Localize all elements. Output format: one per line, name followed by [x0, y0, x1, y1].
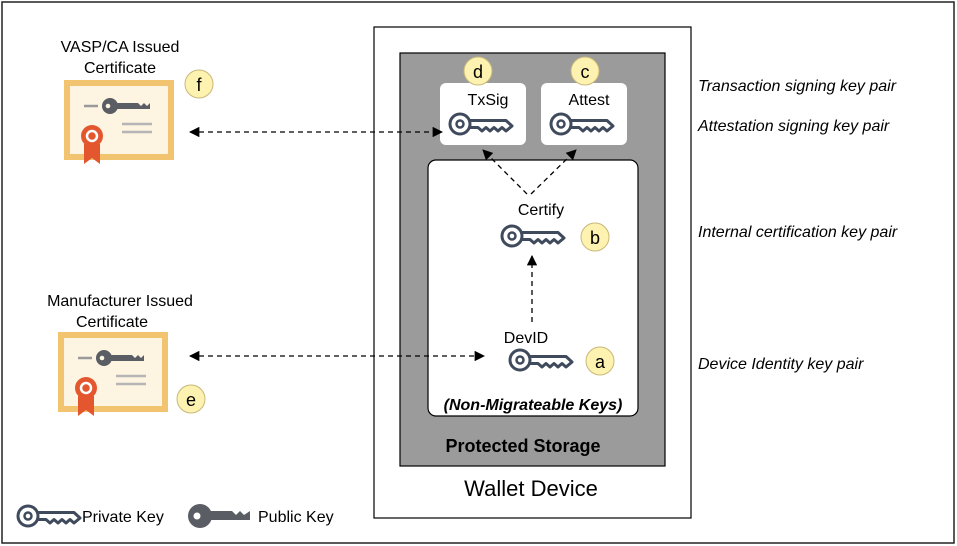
svg-text:d: d [473, 62, 483, 82]
legend-private-key-label: Private Key [82, 509, 164, 526]
vasp-cert-title-line2: Certificate [84, 60, 156, 77]
protected-storage-label: Protected Storage [445, 436, 600, 456]
txsig-label: TxSig [468, 92, 509, 109]
badge-d: d [463, 56, 493, 86]
svg-text:f: f [196, 75, 202, 95]
devid-label: DevID [504, 330, 548, 347]
manufacturer-cert-title-line1: Manufacturer Issued [47, 293, 193, 310]
desc-transaction: Transaction signing key pair [698, 78, 897, 95]
svg-text:a: a [595, 352, 606, 372]
svg-text:c: c [581, 62, 590, 82]
svg-text:e: e [186, 390, 196, 410]
wallet-device-label: Wallet Device [464, 476, 598, 501]
svg-text:b: b [590, 228, 600, 248]
arrow-certify-to-txsig [482, 149, 528, 195]
vasp-cert-title-line1: VASP/CA Issued [61, 39, 180, 56]
manufacturer-certificate-icon [61, 335, 165, 416]
desc-identity: Device Identity key pair [698, 356, 864, 373]
non-migrateable-box [427, 159, 639, 417]
badge-e: e [176, 384, 206, 414]
vasp-certificate-icon [67, 83, 171, 164]
desc-internal: Internal certification key pair [698, 224, 898, 241]
arrow-certify-to-attest [530, 149, 577, 195]
attest-label: Attest [569, 92, 610, 109]
desc-attestation: Attestation signing key pair [697, 118, 890, 135]
badge-a: a [585, 346, 615, 376]
badge-b: b [580, 222, 610, 252]
legend-public-key-label: Public Key [258, 509, 334, 526]
certify-label: Certify [518, 202, 564, 219]
badge-f: f [184, 69, 214, 99]
badge-c: c [570, 56, 600, 86]
manufacturer-cert-title-line2: Certificate [76, 314, 148, 331]
non-migrateable-label: (Non-Migrateable Keys) [444, 397, 623, 414]
